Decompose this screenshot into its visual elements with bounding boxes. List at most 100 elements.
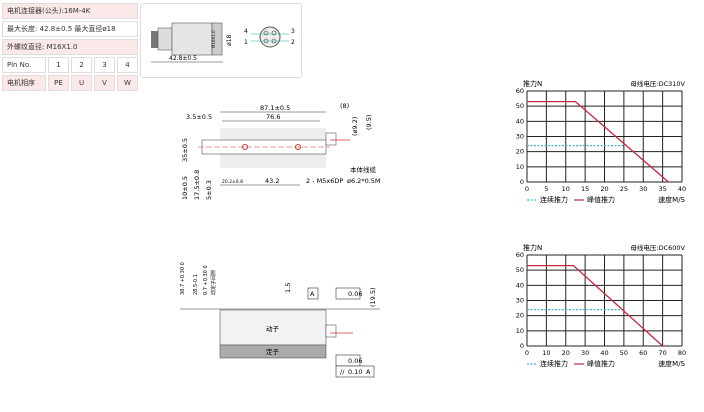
x-tick-label: 15 bbox=[581, 185, 589, 193]
phase: U bbox=[71, 75, 92, 91]
x-tick-label: 30 bbox=[639, 185, 647, 193]
dim-height: 38.7 +0.30 0 bbox=[180, 262, 186, 295]
dim-inner: 76.6 bbox=[266, 113, 280, 121]
datum-a: A bbox=[310, 290, 315, 298]
x-tick-label: 40 bbox=[678, 185, 686, 193]
connector-drawing-panel: M16X1.0 ø18 42.8±0.5 4 3 1 2 bbox=[140, 3, 302, 78]
top-view-drawing: 87.1±0.5 76.6 3.5±0.5 (8) (ø9.2) (9.5) 3… bbox=[181, 102, 381, 200]
dim-c: 5±0.3 bbox=[205, 180, 213, 200]
dim-mover-h: 28.5-0.1 bbox=[193, 274, 199, 295]
y-tick-label: 0 bbox=[520, 342, 524, 350]
x-axis-label: 速度M/S bbox=[658, 195, 685, 204]
force-speed-chart-dc600v: 0 10 20 30 40 50 60 0 10 20 30 40 50 60 70 80 推力N 母线电压:DC… bbox=[516, 243, 686, 368]
y-axis-label: 推力N bbox=[523, 243, 542, 252]
svg-text://: // bbox=[340, 368, 345, 376]
x-tick-label: 20 bbox=[562, 349, 570, 357]
y-tick-label: 10 bbox=[516, 163, 524, 171]
x-tick-label: 0 bbox=[525, 349, 529, 357]
dim-width: 35±0.5 bbox=[181, 138, 189, 162]
voltage-annotation: 母线电压:DC310V bbox=[630, 79, 685, 88]
y-tick-label: 60 bbox=[516, 251, 524, 259]
pin-no: 2 bbox=[71, 57, 92, 73]
connector-type: 电机连接器(公头):16M-4K bbox=[2, 3, 138, 19]
x-tick-label: 70 bbox=[658, 349, 666, 357]
parallelism: 0.10 bbox=[348, 368, 362, 376]
x-tick-label: 0 bbox=[525, 185, 529, 193]
x-tick-label: 10 bbox=[542, 349, 550, 357]
pin-label: Pin No. bbox=[2, 57, 46, 73]
y-tick-label: 30 bbox=[516, 297, 524, 305]
series-line-1 bbox=[527, 100, 669, 183]
x-axis-label: 速度M/S bbox=[658, 359, 685, 368]
dim-1-5: 1.5 bbox=[284, 283, 292, 293]
stator-label: 定子 bbox=[266, 347, 280, 356]
dim-cable-dia: (ø9.2) bbox=[351, 117, 359, 136]
x-tick-label: 50 bbox=[620, 349, 628, 357]
legend-label: 连续推力 bbox=[540, 359, 568, 368]
legend-label: 连续推力 bbox=[540, 195, 568, 204]
force-speed-chart-dc310v: 0 10 20 30 40 50 60 0 5 10 15 20 25 30 35 40 推力N 母线电压:DC3… bbox=[516, 79, 686, 204]
y-tick-label: 10 bbox=[516, 327, 524, 335]
cable-label: 本体线缆 bbox=[350, 165, 377, 174]
legend-label: 峰值推力 bbox=[587, 359, 615, 368]
x-tick-label: 40 bbox=[600, 349, 608, 357]
series-line-1 bbox=[527, 264, 664, 347]
dim-cable: (8) bbox=[340, 102, 349, 110]
hole-note: 2 - M5x6DP bbox=[306, 177, 343, 185]
dim-offset: 3.5±0.5 bbox=[186, 113, 212, 121]
y-tick-label: 50 bbox=[516, 266, 524, 274]
dim-a: 10±0.5 bbox=[181, 176, 189, 200]
phase: V bbox=[94, 75, 115, 91]
pin-no: 3 bbox=[94, 57, 115, 73]
y-tick-label: 20 bbox=[516, 148, 524, 156]
y-axis-label: 推力N bbox=[523, 79, 542, 88]
pin-id: 4 bbox=[244, 28, 248, 35]
spec-table: 电机连接器(公头):16M-4K 最大长度: 42.8±0.5 最大直径ø18 … bbox=[2, 3, 138, 93]
thread-label: M16X1.0 bbox=[211, 30, 216, 48]
thread-spec: 外螺纹直径: M16X1.0 bbox=[2, 39, 138, 55]
legend-label: 峰值推力 bbox=[587, 195, 615, 204]
x-tick-label: 60 bbox=[639, 349, 647, 357]
pin-no: 1 bbox=[48, 57, 69, 73]
pin-id: 3 bbox=[291, 28, 295, 35]
y-tick-label: 60 bbox=[516, 87, 524, 95]
y-tick-label: 40 bbox=[516, 281, 524, 289]
x-tick-label: 35 bbox=[658, 185, 666, 193]
mover-label: 动子 bbox=[266, 325, 280, 333]
x-tick-label: 25 bbox=[620, 185, 628, 193]
y-tick-label: 0 bbox=[520, 178, 524, 186]
pin-no: 4 bbox=[117, 57, 138, 73]
pin-id: 2 bbox=[291, 39, 295, 46]
y-tick-label: 40 bbox=[516, 117, 524, 125]
y-tick-label: 30 bbox=[516, 133, 524, 141]
side-view-drawing: 动子 定子 38.7 +0.30 0 28.5-0.1 0.7 +0.30 0 … bbox=[180, 262, 380, 378]
x-tick-label: 80 bbox=[678, 349, 686, 357]
phase: PE bbox=[48, 75, 69, 91]
x-tick-label: 30 bbox=[581, 349, 589, 357]
size-spec: 最大长度: 42.8±0.5 最大直径ø18 bbox=[2, 21, 138, 37]
y-tick-label: 50 bbox=[516, 102, 524, 110]
length-label: 42.8±0.5 bbox=[169, 55, 197, 62]
dim-length: 87.1±0.5 bbox=[260, 104, 290, 112]
phase-label: 电机相序 bbox=[2, 75, 46, 91]
x-tick-label: 10 bbox=[562, 185, 570, 193]
gap-label: 动定子间隙 bbox=[210, 270, 217, 295]
dim-gap: 0.7 +0.30 0 bbox=[203, 265, 209, 295]
dim-b: 17.5±0.8 bbox=[193, 170, 201, 200]
cable-spec: ø6.2*0.5M bbox=[347, 177, 381, 185]
voltage-annotation: 母线电压:DC600V bbox=[630, 243, 685, 252]
dim-cable-h: (9.5) bbox=[365, 115, 373, 130]
parallel-datum: A bbox=[366, 368, 371, 376]
pin-id: 1 bbox=[244, 39, 248, 46]
dim-hole-pitch: 43.2 bbox=[265, 177, 279, 185]
y-tick-label: 20 bbox=[516, 312, 524, 320]
connector-drawing: M16X1.0 ø18 42.8±0.5 4 3 1 2 bbox=[151, 22, 295, 63]
dim-19-5: (19.5) bbox=[369, 287, 377, 307]
flatness-top: 0.06 bbox=[348, 290, 362, 298]
flatness-bottom: 0.06 bbox=[348, 357, 362, 365]
x-tick-label: 20 bbox=[600, 185, 608, 193]
diameter-label: ø18 bbox=[226, 35, 233, 46]
dim-hole-offset: 20.2±0.8 bbox=[222, 179, 243, 185]
phase: W bbox=[117, 75, 138, 91]
x-tick-label: 5 bbox=[544, 185, 548, 193]
